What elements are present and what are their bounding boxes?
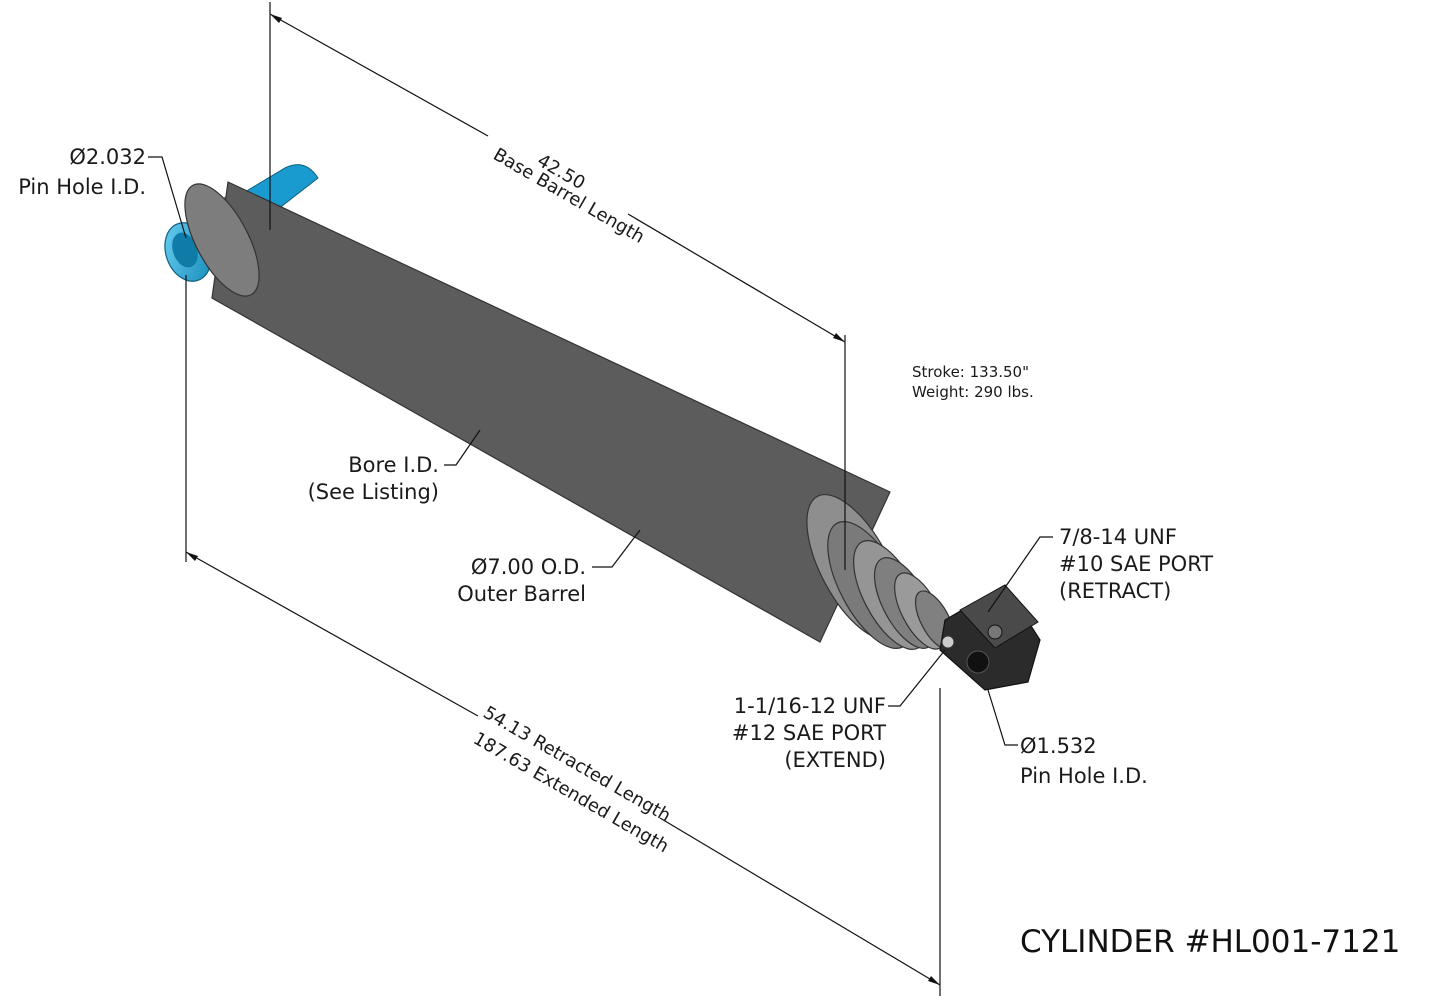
leader-lines — [148, 156, 1053, 746]
retract-port-line3: (RETRACT) — [1059, 579, 1171, 603]
drawing-title: CYLINDER #HL001-7121 — [1020, 924, 1400, 960]
base-barrel-label: Base Barrel Length — [490, 144, 649, 248]
bore-line1: Bore I.D. — [348, 453, 439, 477]
pin-hole-base-label: Pin Hole I.D. — [18, 175, 146, 199]
pin-hole-base-diameter: Ø2.032 — [69, 145, 146, 169]
outer-barrel-diameter: Ø7.00 O.D. — [471, 555, 586, 579]
pin-hole-rod-label: Pin Hole I.D. — [1020, 764, 1148, 788]
extend-port-line3: (EXTEND) — [784, 748, 886, 772]
pin-hole-rod-diameter: Ø1.532 — [1020, 734, 1097, 758]
stroke-spec: Stroke: 133.50" — [912, 363, 1029, 381]
extend-port-line2: #12 SAE PORT — [732, 721, 886, 745]
telescoping-stages — [827, 521, 956, 650]
extend-port-line1: 1-1/16-12 UNF — [734, 694, 886, 718]
rod-end-block — [939, 584, 1041, 691]
callout-pin-hole-base: Ø2.032 Pin Hole I.D. — [18, 145, 146, 199]
callout-outer-barrel: Ø7.00 O.D. Outer Barrel — [457, 555, 586, 606]
retract-port-line2: #10 SAE PORT — [1059, 552, 1213, 576]
callout-retract-port: 7/8-14 UNF #10 SAE PORT (RETRACT) — [1059, 525, 1213, 603]
bore-line2: (See Listing) — [308, 480, 439, 504]
callout-specs: Stroke: 133.50" Weight: 290 lbs. — [912, 363, 1034, 401]
callout-pin-hole-rod: Ø1.532 Pin Hole I.D. — [1020, 734, 1148, 788]
outer-barrel-label: Outer Barrel — [457, 582, 586, 606]
weight-spec: Weight: 290 lbs. — [912, 383, 1034, 401]
callout-bore: Bore I.D. (See Listing) — [308, 453, 439, 504]
retract-port-line1: 7/8-14 UNF — [1059, 525, 1177, 549]
callout-extend-port: 1-1/16-12 UNF #12 SAE PORT (EXTEND) — [732, 694, 886, 772]
cylinder-body — [164, 164, 1041, 691]
